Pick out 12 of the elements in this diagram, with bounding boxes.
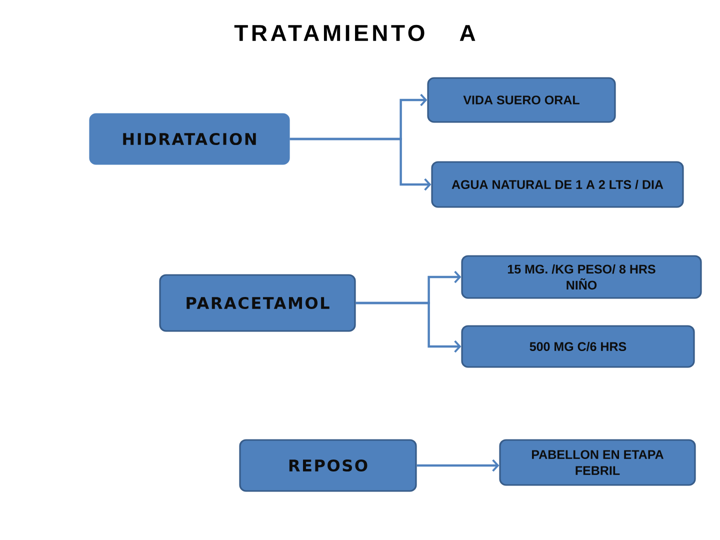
detail-box: 15 MG. /KG PESO/ 8 HRS NIÑO — [461, 255, 702, 299]
detail-box: PABELLON EN ETAPA FEBRIL — [499, 439, 696, 486]
connector-arrow — [416, 459, 500, 472]
detail-box: AGUA NATURAL DE 1 A 2 LTS / DIA — [431, 161, 684, 208]
connector-arrow — [290, 138, 432, 191]
detail-box: VIDA SUERO ORAL — [427, 77, 616, 123]
treatment-box: PARACETAMOL — [159, 274, 356, 332]
treatment-box: REPOSO — [239, 439, 417, 492]
connector-arrow — [356, 302, 462, 353]
title: TRATAMIENTO A — [234, 24, 476, 42]
treatment-box: HIDRATACION — [89, 113, 290, 165]
detail-box: 500 MG C/6 HRS — [461, 325, 695, 368]
